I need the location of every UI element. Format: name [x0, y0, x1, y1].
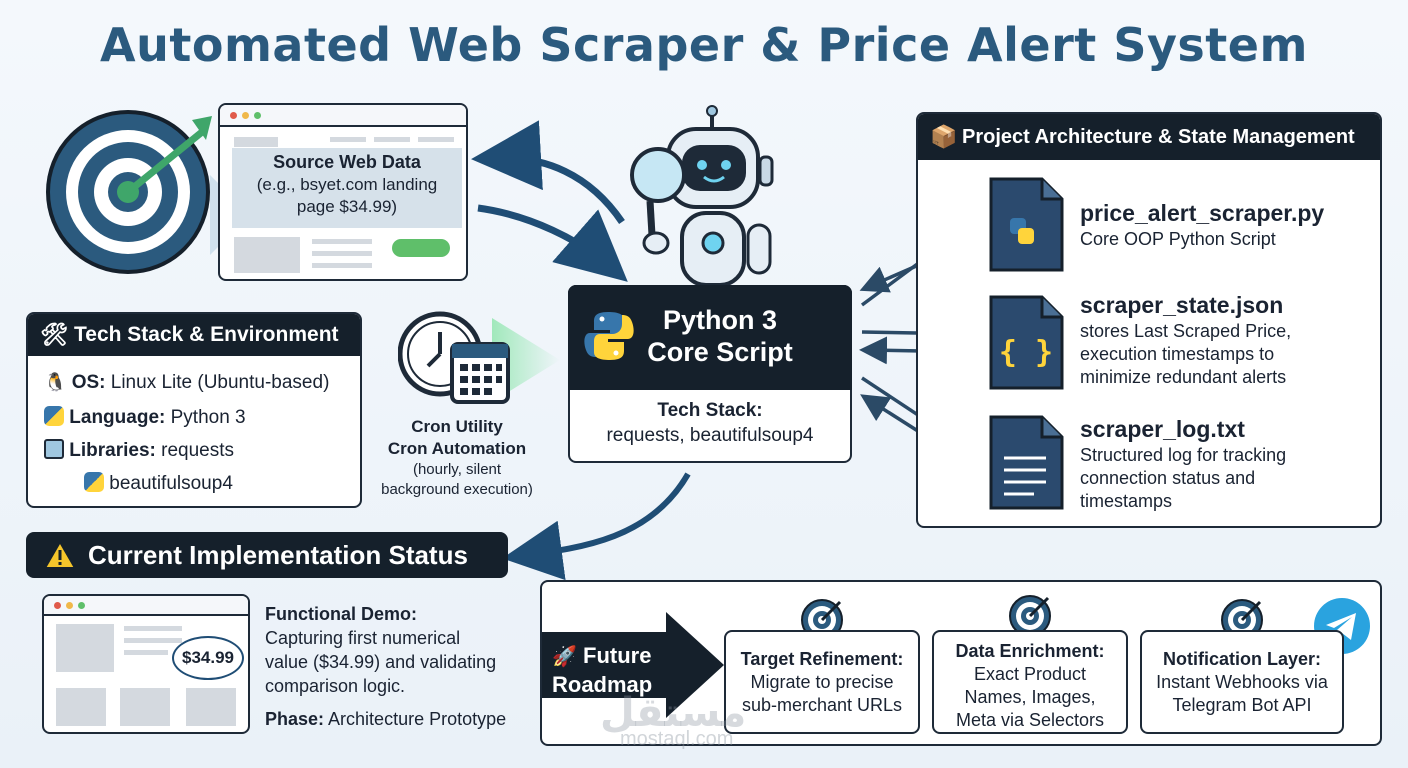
- roadmap-card-line: Migrate to precise: [750, 672, 894, 692]
- core-stack-label: Tech Stack:: [657, 400, 763, 421]
- roadmap-title-1: Future: [583, 643, 652, 668]
- phase-row: Phase: Architecture Prototype: [265, 707, 535, 731]
- os-value: Linux Lite (Ubuntu-based): [110, 372, 330, 393]
- libraries-value-2: beautifulsoup4: [109, 473, 233, 494]
- source-heading: Source Web Data: [273, 152, 421, 172]
- svg-text:{ }: { }: [999, 335, 1053, 370]
- roadmap-card-title: Notification Layer:: [1162, 649, 1322, 669]
- file-desc-state-1: stores Last Scraped Price,: [1080, 321, 1292, 341]
- language-value: Python 3: [170, 407, 246, 428]
- python-icon: [44, 406, 64, 426]
- target-icon: [46, 110, 212, 274]
- architecture-header: 📦 Project Architecture & State Managemen…: [918, 114, 1380, 160]
- roadmap-title-2: Roadmap: [552, 672, 653, 697]
- linux-icon: 🐧: [44, 372, 67, 392]
- file-desc-log-3: timestamps: [1080, 491, 1173, 511]
- tech-stack-header-label: Tech Stack & Environment: [74, 323, 339, 346]
- demo-line2: value ($34.99) and validating: [265, 652, 497, 672]
- libraries-row-2: beautifulsoup4: [84, 472, 233, 495]
- python-logo-icon: [584, 312, 634, 360]
- tools-icon: 🛠: [40, 322, 68, 347]
- file-desc-log-2: connection status and: [1080, 468, 1256, 488]
- libraries-value: requests: [161, 440, 235, 461]
- source-line2: page $34.99): [296, 197, 398, 216]
- core-title-line1: Python 3: [662, 305, 777, 335]
- tech-stack-panel: 🛠 Tech Stack & Environment 🐧 OS: Linux L…: [26, 312, 362, 508]
- file-desc-log-1: Structured log for tracking: [1080, 445, 1287, 465]
- cron-line3: (hourly, silent: [412, 461, 502, 478]
- core-title-line2: Core Script: [647, 337, 793, 367]
- status-header: Current Implementation Status: [26, 532, 508, 578]
- os-label: OS:: [71, 372, 106, 393]
- roadmap-card-line: sub-merchant URLs: [741, 695, 903, 715]
- phase-value: Architecture Prototype: [328, 709, 507, 729]
- os-row: 🐧 OS: Linux Lite (Ubuntu-based): [44, 372, 329, 394]
- status-description: Functional Demo: Capturing first numeric…: [265, 602, 535, 731]
- core-stack-value: requests, beautifulsoup4: [606, 425, 814, 446]
- roadmap-card-line: Names, Images,: [964, 687, 1096, 707]
- demo-title-bar: [44, 596, 248, 616]
- package-icon: [44, 439, 64, 459]
- python-file-icon: [989, 177, 1064, 272]
- roadmap-card-line: Telegram Bot API: [1172, 695, 1312, 715]
- architecture-header-label: Project Architecture & State Management: [962, 126, 1355, 148]
- source-web-data-label: Source Web Data (e.g., bsyet.com landing…: [232, 148, 462, 228]
- watermark-url: mostaql.com: [620, 728, 734, 750]
- roadmap-label-line1: 🚀 Future: [552, 642, 652, 671]
- file-name-scraper: price_alert_scraper.py: [1080, 200, 1325, 226]
- demo-line1: Capturing first numerical: [265, 628, 461, 648]
- browser-title-bar: [220, 105, 466, 127]
- file-desc-state-3: minimize redundant alerts: [1080, 367, 1287, 387]
- cron-line4: background execution): [381, 481, 533, 498]
- source-line1: (e.g., bsyet.com landing: [256, 175, 438, 194]
- demo-label: Functional Demo:: [265, 604, 417, 624]
- language-row: Language: Python 3: [44, 406, 246, 429]
- warning-icon: [44, 540, 76, 569]
- cron-utility-label: Cron Utility Cron Automation (hourly, si…: [362, 416, 552, 500]
- rocket-icon: 🚀: [552, 646, 577, 668]
- json-file-icon: { }: [989, 295, 1064, 390]
- roadmap-card-line: Meta via Selectors: [955, 710, 1105, 730]
- libraries-row: Libraries: requests: [44, 439, 234, 462]
- cron-line2: Cron Automation: [387, 439, 527, 458]
- python-icon: [84, 472, 104, 492]
- target-icon: [1009, 595, 1051, 637]
- roadmap-label: 🚀 Future Roadmap: [552, 642, 652, 699]
- robot-icon: [630, 105, 774, 287]
- roadmap-card-enrichment: Data Enrichment: Exact Product Names, Im…: [932, 630, 1128, 734]
- demo-browser-window: [42, 594, 250, 734]
- python-core-title: Python 3 Core Script: [630, 304, 810, 368]
- text-file-icon: [989, 415, 1064, 510]
- box-icon: 📦: [930, 124, 958, 149]
- roadmap-card-title: Data Enrichment:: [955, 641, 1105, 661]
- cron-line1: Cron Utility: [411, 417, 503, 436]
- roadmap-card-notification: Notification Layer: Instant Webhooks via…: [1140, 630, 1344, 734]
- page-title: Automated Web Scraper & Price Alert Syst…: [100, 18, 1308, 72]
- roadmap-card-line: Exact Product: [973, 664, 1087, 684]
- roadmap-card-target: Target Refinement: Migrate to precise su…: [724, 630, 920, 734]
- status-header-label: Current Implementation Status: [88, 540, 468, 570]
- file-name-state: scraper_state.json: [1080, 292, 1284, 318]
- watermark-logo: مستقل: [600, 691, 747, 735]
- clock-calendar-icon: [398, 311, 510, 404]
- language-label: Language:: [69, 407, 166, 428]
- libraries-label: Libraries:: [69, 440, 156, 461]
- phase-label: Phase:: [265, 709, 325, 729]
- file-desc-scraper: Core OOP Python Script: [1080, 229, 1276, 249]
- core-tech-stack: Tech Stack: requests, beautifulsoup4: [568, 398, 852, 448]
- tech-stack-header: 🛠 Tech Stack & Environment: [28, 314, 360, 356]
- roadmap-card-line: Instant Webhooks via: [1156, 672, 1328, 692]
- price-highlight: $34.99: [172, 636, 244, 680]
- demo-line3: comparison logic.: [265, 676, 406, 696]
- file-desc-state-2: execution timestamps to: [1080, 344, 1275, 364]
- roadmap-arrow-shape: [542, 612, 724, 718]
- roadmap-card-title: Target Refinement:: [740, 649, 904, 669]
- file-name-log: scraper_log.txt: [1080, 416, 1245, 442]
